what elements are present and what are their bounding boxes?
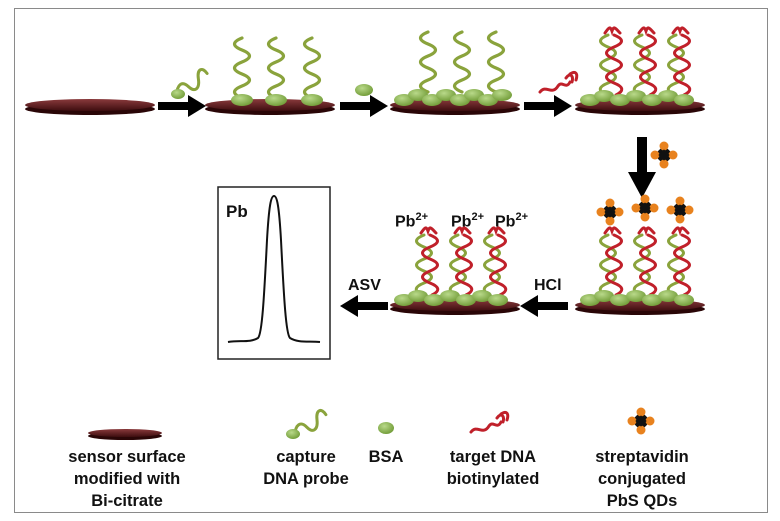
- arrow-step-1: [158, 95, 206, 117]
- voltammogram: [217, 186, 331, 360]
- legend-bsa: BSA: [368, 448, 404, 466]
- pb-stripping-peak: [227, 194, 321, 343]
- legend-sensor-surface-icon: [88, 429, 162, 440]
- qd-free: [650, 141, 678, 169]
- stage-qd-labeled: [575, 194, 705, 315]
- step-label-asv: ASV: [348, 277, 381, 294]
- pb-ion-label-3: Pb2+: [495, 211, 528, 231]
- stage-probe-immobilized: [205, 36, 335, 115]
- legend-capture-probe: capture DNA probe: [263, 448, 349, 488]
- target-dna-free: [538, 70, 579, 94]
- arrow-step-4: [628, 137, 656, 198]
- arrow-step-3: [524, 95, 572, 117]
- pb-ion-label-2: Pb2+: [451, 211, 484, 231]
- legend-qd-icon: [627, 407, 655, 435]
- step-label-hcl: HCl: [534, 277, 562, 294]
- sensor-surface-bare: [25, 99, 155, 115]
- arrow-step-2: [340, 95, 388, 117]
- capture-probe-free: [171, 68, 209, 99]
- legend-capture-probe-icon: [286, 408, 328, 439]
- stage-bsa-blocked: [390, 30, 520, 115]
- pb-ion-label-1: Pb2+: [395, 211, 428, 231]
- legend-bsa-icon: [378, 422, 394, 434]
- stage-dissolved: [390, 226, 520, 315]
- arrow-step-5: [520, 295, 568, 317]
- legend-target-dna-icon: [469, 410, 510, 434]
- legend-qd: streptavidin conjugated PbS QDs: [595, 448, 689, 510]
- bsa-free: [355, 84, 373, 96]
- stage-hybridized: [575, 26, 705, 115]
- arrow-step-6: [340, 295, 388, 317]
- legend-target-dna: target DNA biotinylated: [446, 448, 540, 488]
- legend-sensor-surface: sensor surface modified with Bi-citrate: [68, 448, 186, 510]
- peak-label: Pb: [226, 202, 248, 221]
